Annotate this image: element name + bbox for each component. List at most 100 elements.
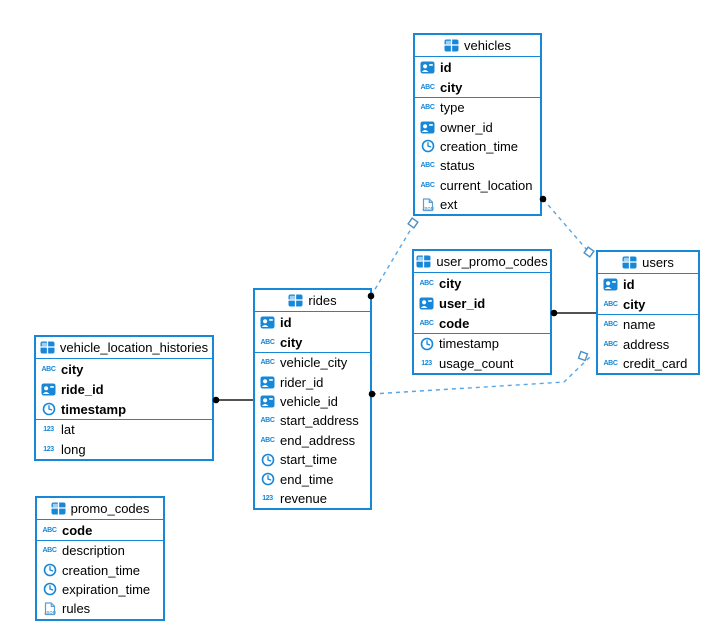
table-icon xyxy=(51,502,66,515)
column-id[interactable]: id xyxy=(598,274,698,294)
text-icon-glyph: ABC xyxy=(420,162,435,170)
text-icon: ABC xyxy=(420,182,435,189)
table-header[interactable]: rides xyxy=(255,290,370,312)
table-header[interactable]: users xyxy=(598,252,698,274)
text-icon: ABC xyxy=(41,366,56,373)
column-label: usage_count xyxy=(439,355,514,371)
column-lat[interactable]: 123 lat xyxy=(36,419,212,439)
column-expiration_time[interactable]: expiration_time xyxy=(37,580,163,599)
column-label: end_address xyxy=(280,432,356,448)
text-icon: ABC xyxy=(260,437,275,444)
column-end_address[interactable]: ABC end_address xyxy=(255,431,370,450)
column-city[interactable]: ABC city xyxy=(255,332,370,352)
time-icon xyxy=(42,563,57,577)
text-icon: ABC xyxy=(260,339,275,346)
column-city[interactable]: ABC city xyxy=(415,77,540,97)
column-ride_id[interactable]: ride_id xyxy=(36,379,212,399)
text-icon: ABC xyxy=(420,162,435,169)
column-label: city xyxy=(440,79,463,95)
relation-line-vehicles-users[interactable] xyxy=(542,198,588,251)
column-owner_id[interactable]: owner_id xyxy=(415,117,540,136)
table-header[interactable]: user_promo_codes xyxy=(414,251,550,273)
time-icon xyxy=(41,402,56,416)
column-label: id xyxy=(623,276,635,292)
number-icon-glyph: 123 xyxy=(43,445,54,453)
json-icon: JSON xyxy=(42,602,57,616)
column-creation_time[interactable]: creation_time xyxy=(415,137,540,156)
table-header[interactable]: promo_codes xyxy=(37,498,163,520)
column-city[interactable]: ABC city xyxy=(36,359,212,379)
text-icon-glyph: ABC xyxy=(260,417,275,425)
column-label: id xyxy=(280,314,292,330)
number-icon-glyph: 123 xyxy=(43,426,54,434)
text-icon: ABC xyxy=(42,527,57,534)
column-label: id xyxy=(440,59,452,75)
column-label: user_id xyxy=(439,295,486,311)
column-timestamp[interactable]: timestamp xyxy=(414,333,550,353)
column-user_id[interactable]: user_id xyxy=(414,293,550,313)
column-label: city xyxy=(280,334,303,350)
column-vehicle_id[interactable]: vehicle_id xyxy=(255,392,370,411)
text-icon: ABC xyxy=(603,360,618,367)
table-icon xyxy=(288,294,303,307)
column-creation_time[interactable]: creation_time xyxy=(37,560,163,579)
text-icon-glyph: ABC xyxy=(42,547,57,555)
relation-target-square xyxy=(577,350,589,362)
column-start_address[interactable]: ABC start_address xyxy=(255,411,370,430)
text-icon-glyph: ABC xyxy=(260,338,275,346)
column-start_time[interactable]: start_time xyxy=(255,450,370,469)
column-id[interactable]: id xyxy=(415,57,540,77)
table-icon xyxy=(444,39,459,52)
table-title: users xyxy=(642,255,674,270)
ref-icon xyxy=(420,61,435,74)
text-icon-glyph: ABC xyxy=(603,359,618,367)
relation-line-rides-users[interactable] xyxy=(371,355,592,395)
column-label: creation_time xyxy=(62,562,141,578)
table-header[interactable]: vehicle_location_histories xyxy=(36,337,212,359)
text-icon: ABC xyxy=(419,280,434,287)
relation-line-rides-vehicles[interactable] xyxy=(370,228,412,297)
table-header[interactable]: vehicles xyxy=(415,35,540,57)
column-timestamp[interactable]: timestamp xyxy=(36,399,212,419)
time-icon xyxy=(260,472,275,486)
column-label: lat xyxy=(61,422,75,438)
text-icon-glyph: ABC xyxy=(603,340,618,348)
column-label: type xyxy=(440,100,465,116)
table-icon xyxy=(40,341,55,354)
column-rider_id[interactable]: rider_id xyxy=(255,372,370,391)
text-icon: ABC xyxy=(420,84,435,91)
column-label: start_address xyxy=(280,413,359,429)
text-icon: ABC xyxy=(603,301,618,308)
column-label: code xyxy=(439,315,470,331)
time-icon xyxy=(42,582,57,596)
column-label: city xyxy=(61,361,84,377)
column-end_time[interactable]: end_time xyxy=(255,469,370,488)
text-icon-glyph: ABC xyxy=(420,181,435,189)
text-icon: ABC xyxy=(42,547,57,554)
column-label: revenue xyxy=(280,490,327,506)
column-id[interactable]: id xyxy=(255,312,370,332)
